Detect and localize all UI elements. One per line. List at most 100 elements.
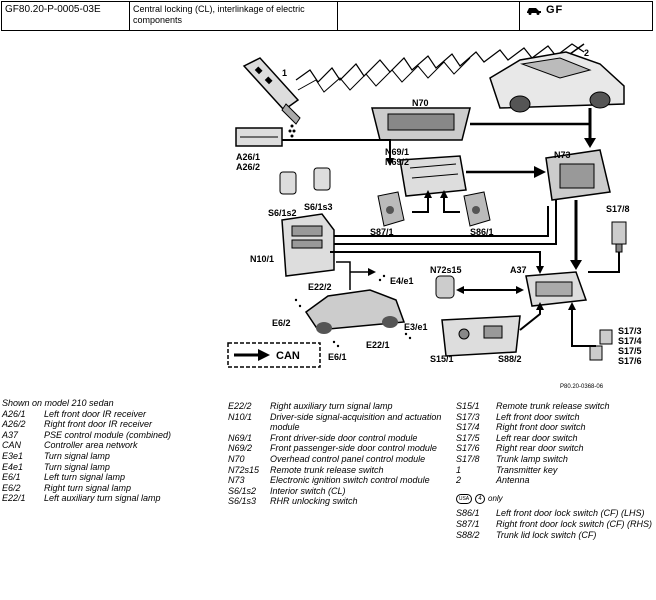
legend-value: Driver-side signal-acquisition and actua… bbox=[270, 411, 442, 433]
label-a37: A37 bbox=[510, 265, 527, 275]
legend-value: Left turn signal lamp bbox=[44, 472, 126, 483]
s6-1-switches bbox=[279, 167, 331, 195]
legend-value: Right turn signal lamp bbox=[44, 482, 132, 493]
legend-value: Trunk lid lock switch (CF) bbox=[496, 529, 597, 540]
label-n10-1: N10/1 bbox=[250, 254, 274, 264]
legend-value: Transmitter key bbox=[496, 464, 558, 475]
label-e22-2: E22/2 bbox=[308, 282, 332, 292]
label-s6-1s3: S6/1s3 bbox=[304, 202, 333, 212]
logo-text: GF bbox=[546, 4, 564, 16]
ir-signal bbox=[288, 124, 296, 138]
legend-row: 1 Transmitter key bbox=[456, 465, 656, 476]
n72s15-switch bbox=[435, 275, 455, 299]
legend-key: E6/1 bbox=[2, 472, 21, 483]
legend-row: S88/2 Trunk lid lock switch (CF) bbox=[456, 530, 656, 541]
label-2: 2 bbox=[584, 48, 589, 58]
legend-value: Left front door lock switch (CF) (LHS) bbox=[496, 508, 645, 519]
doc-title: Central locking (CL), interlinkage of el… bbox=[130, 2, 338, 30]
legend-value: Overhead control panel control module bbox=[270, 453, 426, 464]
legend-key: N72s15 bbox=[228, 464, 260, 475]
label-a26-2: A26/2 bbox=[236, 162, 260, 172]
label-n69-2: N69/2 bbox=[385, 157, 409, 167]
legend-key: S17/5 bbox=[456, 432, 480, 443]
label-s17-3: S17/3 bbox=[618, 326, 642, 336]
legend-key: E22/2 bbox=[228, 401, 252, 411]
legend-value: Front driver-side door control module bbox=[270, 432, 418, 443]
legend-value: PSE control module (combined) bbox=[44, 429, 172, 440]
legend-key: E3e1 bbox=[2, 450, 24, 461]
legend-key: S17/6 bbox=[456, 443, 480, 454]
only-text: only bbox=[488, 493, 503, 503]
n10-1-module bbox=[281, 213, 335, 277]
legend-value: Electronic ignition switch control modul… bbox=[270, 475, 430, 486]
label-s17-4: S17/4 bbox=[618, 336, 642, 346]
legend-key: S88/2 bbox=[456, 529, 480, 540]
legend-value: Controller area network bbox=[44, 440, 138, 451]
legend-row: N70 Overhead control panel control module bbox=[228, 454, 452, 465]
door-handle bbox=[235, 127, 283, 147]
label-e22-1: E22/1 bbox=[366, 340, 390, 350]
legend-key: N73 bbox=[228, 475, 245, 486]
n73-module bbox=[545, 149, 611, 201]
label-s15-1: S15/1 bbox=[430, 354, 454, 364]
label-e4e1: E4/e1 bbox=[390, 276, 414, 286]
legend-row: N73 Electronic ignition switch control mo… bbox=[228, 475, 452, 486]
legend-value: Interior switch (CL) bbox=[270, 485, 346, 496]
s17-8-switch bbox=[588, 221, 627, 273]
legend-key: N70 bbox=[228, 453, 245, 464]
legend-list-3b: S86/1 Left front door lock switch (CF) (L… bbox=[456, 508, 656, 540]
label-can: CAN bbox=[276, 350, 300, 362]
legend-row: S17/8 Trunk lamp switch bbox=[456, 454, 656, 465]
cl-wiring-diagram: 1 2 N70 A26/1 A26/2 N69/1 N69/2 N73 S6/1… bbox=[227, 43, 642, 368]
legend-value: Left auxiliary turn signal lamp bbox=[44, 493, 161, 504]
legend-key: S6/1s2 bbox=[228, 485, 257, 496]
figure-ref: P80.20-0368-06 bbox=[560, 384, 604, 390]
legend-key: S6/1s3 bbox=[228, 496, 257, 507]
trunk-lock bbox=[441, 315, 521, 357]
label-1: 1 bbox=[282, 68, 287, 78]
n69-module bbox=[399, 155, 467, 197]
legend-value: Trunk lamp switch bbox=[496, 453, 568, 464]
legend-key: S15/1 bbox=[456, 401, 480, 411]
legend-key: S86/1 bbox=[456, 508, 480, 519]
label-s88-2: S88/2 bbox=[498, 354, 522, 364]
legend-key: S17/4 bbox=[456, 422, 480, 433]
legend-key: E4e1 bbox=[2, 461, 24, 472]
legend-key: N69/1 bbox=[228, 432, 253, 443]
n70-module bbox=[371, 107, 471, 141]
legend-row: S6/1s2 Interior switch (CL) bbox=[228, 486, 452, 497]
legend-key: N69/2 bbox=[228, 443, 253, 454]
a37-module bbox=[525, 271, 588, 307]
legend-row: S86/1 Left front door lock switch (CF) (L… bbox=[456, 508, 656, 519]
label-s17-6: S17/6 bbox=[618, 356, 642, 366]
header-table: GF80.20-P-0005-03E Central locking (CL),… bbox=[1, 1, 653, 31]
s86-switch bbox=[463, 191, 491, 227]
legend-key: A26/1 bbox=[2, 408, 26, 419]
label-s87-1: S87/1 bbox=[370, 227, 394, 237]
door-switches bbox=[589, 329, 613, 361]
label-e6-2: E6/2 bbox=[272, 318, 291, 328]
legend-key: 1 bbox=[456, 464, 462, 475]
legend-key: S17/8 bbox=[456, 453, 480, 464]
